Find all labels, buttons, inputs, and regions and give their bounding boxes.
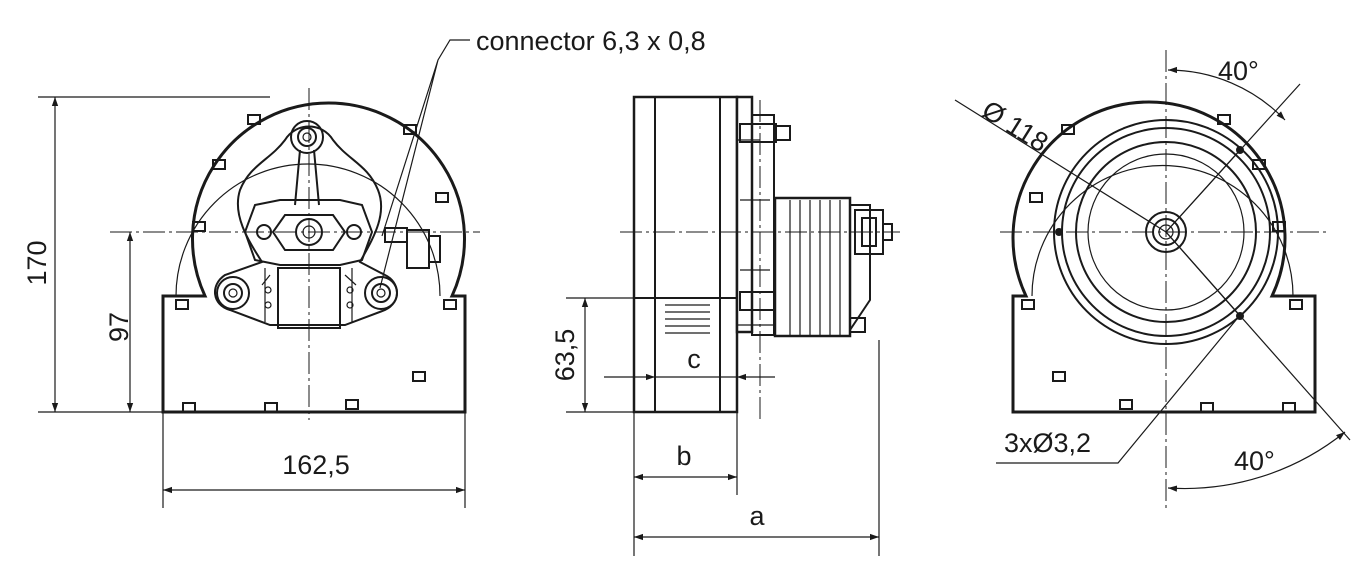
diameter-label: Ø 118 (977, 95, 1054, 158)
rear-view: Ø 118 40° 40° 3xØ3,2 (954, 50, 1351, 510)
side-motor-body (773, 196, 852, 338)
dimension-63-5: 63,5 (550, 297, 634, 413)
side-view: 63,5 c b a (550, 95, 900, 556)
angle-bottom-label: 40° (1234, 446, 1275, 476)
connector-callout: connector 6,3 x 0,8 (379, 26, 706, 289)
front-housing-tabs (175, 114, 457, 413)
dimension-162-5: 162,5 (162, 412, 466, 508)
holes-callout: 3xØ3,2 (996, 319, 1237, 464)
front-housing-outline (161, 101, 467, 414)
rear-housing-outline (1011, 100, 1317, 414)
dimension-b-label: b (676, 441, 691, 471)
dimension-97-label: 97 (104, 312, 134, 342)
dimension-63-5-label: 63,5 (550, 329, 580, 382)
dimension-170-label: 170 (22, 240, 52, 285)
angle-bottom: 40° (1165, 231, 1351, 492)
side-housing (632, 95, 739, 414)
front-connector (384, 227, 441, 269)
front-mount-holes (216, 120, 398, 310)
front-scroll-line (175, 163, 441, 297)
dimension-c-label: c (687, 344, 701, 374)
dimension-a-label: a (749, 501, 765, 531)
dimension-b: b (633, 412, 738, 556)
front-view: 170 97 162,5 connector 6,3 x 0,8 (22, 26, 706, 508)
rear-housing-tabs (1021, 114, 1303, 413)
dimension-97: 97 (104, 232, 134, 412)
side-motor-winding (789, 200, 841, 335)
angle-top-label: 40° (1218, 56, 1259, 86)
dimension-162-5-label: 162,5 (282, 450, 350, 480)
dimension-170: 170 (22, 96, 270, 413)
connector-label: connector 6,3 x 0,8 (476, 26, 706, 56)
holes-label: 3xØ3,2 (1004, 428, 1091, 458)
dimension-a: a (634, 340, 880, 556)
front-motor-core (243, 149, 374, 329)
dimension-c: c (604, 344, 775, 381)
angle-top: 40° (1165, 56, 1301, 233)
side-outlet-grille (665, 304, 710, 334)
